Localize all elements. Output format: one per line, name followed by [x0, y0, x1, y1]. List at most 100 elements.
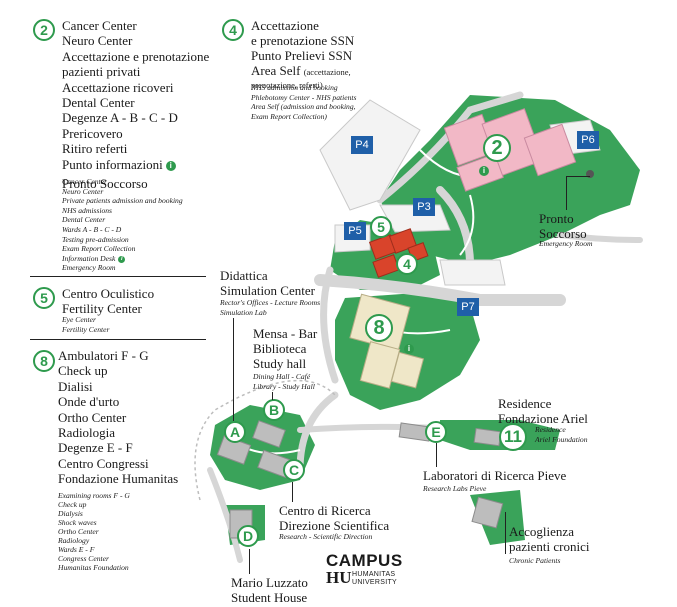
logo-campus-word: CAMPUS [326, 551, 403, 570]
luzzato-line2: Student House [231, 590, 308, 605]
parking-sign-p6[interactable]: P6 [577, 131, 599, 149]
block4-list: Accettazione e prenotazione SSN Punto Pr… [251, 18, 354, 90]
info-icon-small: i [118, 255, 126, 263]
didattica-english: Rector's Offices - Lecture Rooms Simulat… [220, 298, 320, 317]
block5-en-item: Eye Center [62, 315, 96, 324]
pronto-label: Pronto Soccorso [539, 211, 587, 241]
residence-en1: Residence [535, 425, 566, 434]
residence-label: Residence Fondazione Ariel [498, 396, 588, 426]
parking-sign-p4[interactable]: P4 [351, 136, 373, 154]
block2-item: Accettazione e prenotazione [62, 48, 210, 64]
block4-en-item: Exam Report Collection) [251, 111, 327, 121]
didattica-line2: Simulation Center [220, 283, 315, 298]
block2-item: Prericovero [62, 125, 123, 141]
block2-en-item: Emergency Room [62, 263, 116, 273]
block2-english: Cancer Center Neuro Center Private patie… [62, 177, 183, 273]
pronto-line2: Soccorso [539, 226, 587, 241]
block2-item: Degenze A - B - C - D [62, 110, 178, 126]
pronto-leader-v [566, 176, 567, 210]
block5-item: Fertility Center [62, 301, 142, 316]
area-self-note1: (accettazione, [303, 67, 351, 77]
map-marker-11[interactable]: 11 [499, 423, 527, 451]
block2-en-item: NHS admissions [62, 205, 113, 215]
cronici-leader [505, 512, 506, 554]
info-desk-icon-8[interactable]: i [404, 344, 414, 354]
ricerca-label: Centro di Ricerca Direzione Scientifica [279, 503, 389, 533]
block8-en-item: Humanitas Foundation [58, 563, 129, 572]
legend-badge-4: 4 [222, 19, 244, 41]
block8-en-item: Congress Center [58, 554, 109, 563]
logo-university: UNIVERSITY [352, 579, 398, 586]
block8-item: Centro Congressi [58, 455, 149, 471]
perimeter-path [194, 379, 336, 501]
block2-item: Accettazione ricoveri [62, 79, 174, 95]
block8-en-item: Dialysis [58, 509, 83, 518]
didattica-leader [233, 318, 234, 421]
cronici-line2: pazienti cronici [509, 539, 590, 554]
block8-item: Fondazione Humanitas [58, 471, 179, 487]
block2-item: Neuro Center [62, 33, 133, 49]
mensa-en1: Dining Hall - Café [253, 372, 311, 381]
parking-sign-p3[interactable]: P3 [413, 198, 435, 216]
block4-en-item: NHS admission and booking [251, 83, 338, 92]
map-marker-C[interactable]: C [283, 459, 305, 481]
mensa-leader [272, 392, 273, 400]
block8-english: Examining rooms F - G Check up Dialysis … [58, 491, 130, 572]
block2-en-item: Neuro Center [62, 186, 104, 196]
grey-buildings [216, 420, 504, 539]
block8-item: Check up [58, 363, 108, 379]
map-marker-5[interactable]: 5 [370, 216, 392, 238]
divider-block5 [30, 339, 206, 340]
block2-info-label: Punto informazioni [62, 156, 163, 172]
parking-sign-p5[interactable]: P5 [344, 222, 366, 240]
logo-hu: HU [326, 568, 352, 587]
block8-en-item: Shock waves [58, 518, 97, 527]
block2-item: Pronto Soccorso [62, 176, 148, 192]
info-icon: i [165, 160, 176, 171]
map-marker-8[interactable]: 8 [365, 314, 393, 342]
block4-line2: e prenotazione SSN [251, 33, 355, 48]
map-marker-2[interactable]: 2 [483, 134, 511, 162]
mensa-line3: Study hall [253, 356, 307, 371]
ricerca-leader [292, 482, 293, 502]
mensa-line2: Biblioteca [253, 341, 307, 356]
block8-en-item: Radiology [58, 536, 90, 545]
block2-list: Cancer Center Neuro Center Accettazione … [62, 18, 209, 191]
logo-humanitas: HUMANITAS [352, 571, 396, 578]
map-marker-4[interactable]: 4 [396, 253, 418, 275]
block4-line1: Accettazione [251, 18, 319, 33]
parking-sign-p7[interactable]: P7 [457, 298, 479, 316]
area-self-label: Area Self [251, 63, 301, 78]
didattica-line1: Didattica [220, 268, 268, 283]
didattica-en1: Rector's Offices - Lecture Rooms [220, 298, 321, 307]
block8-en-item: Wards E - F [58, 545, 95, 554]
map-marker-E[interactable]: E [425, 421, 447, 443]
block4-en-item: Area Self (admission and booking, [251, 102, 356, 112]
campus-logo: CAMPUS HU HUMANITAS UNIVERSITY [326, 551, 410, 587]
block4-english: NHS admission and booking Phlebotomy Cen… [251, 83, 356, 121]
cronici-line1: Accoglienza [509, 524, 574, 539]
block8-item: Ambulatori F - G [58, 348, 149, 363]
mensa-label: Mensa - Bar Biblioteca Study hall [253, 326, 317, 371]
block4-en-item: Phlebotomy Center - NHS patients [251, 92, 357, 102]
block2-item: Ritiro referti [62, 141, 128, 157]
residence-line2: Fondazione Ariel [498, 411, 588, 426]
legend-badge-8: 8 [33, 350, 55, 372]
info-desk-icon[interactable]: i [479, 166, 489, 176]
map-marker-A[interactable]: A [224, 421, 246, 443]
block8-en-item: Ortho Center [58, 527, 99, 536]
block5-item: Centro Oculistico [62, 286, 155, 301]
building-5-4 [368, 228, 429, 278]
mensa-english: Dining Hall - Café Library - Study Hall [253, 372, 315, 391]
cronici-english: Chronic Patients [509, 556, 561, 565]
block2-en-item: Exam Report Collection [62, 244, 136, 254]
luzzato-leader [249, 549, 250, 574]
block2-item: Cancer Center [62, 18, 137, 33]
ricerca-english: Research - Scientific Direction [279, 532, 373, 541]
map-marker-B[interactable]: B [263, 399, 285, 421]
map-marker-D[interactable]: D [237, 525, 259, 547]
luzzato-label: Mario Luzzato Student House [231, 575, 308, 605]
block5-english: Eye Center Fertility Center [62, 315, 109, 334]
block8-item: Radiologia [58, 425, 116, 441]
